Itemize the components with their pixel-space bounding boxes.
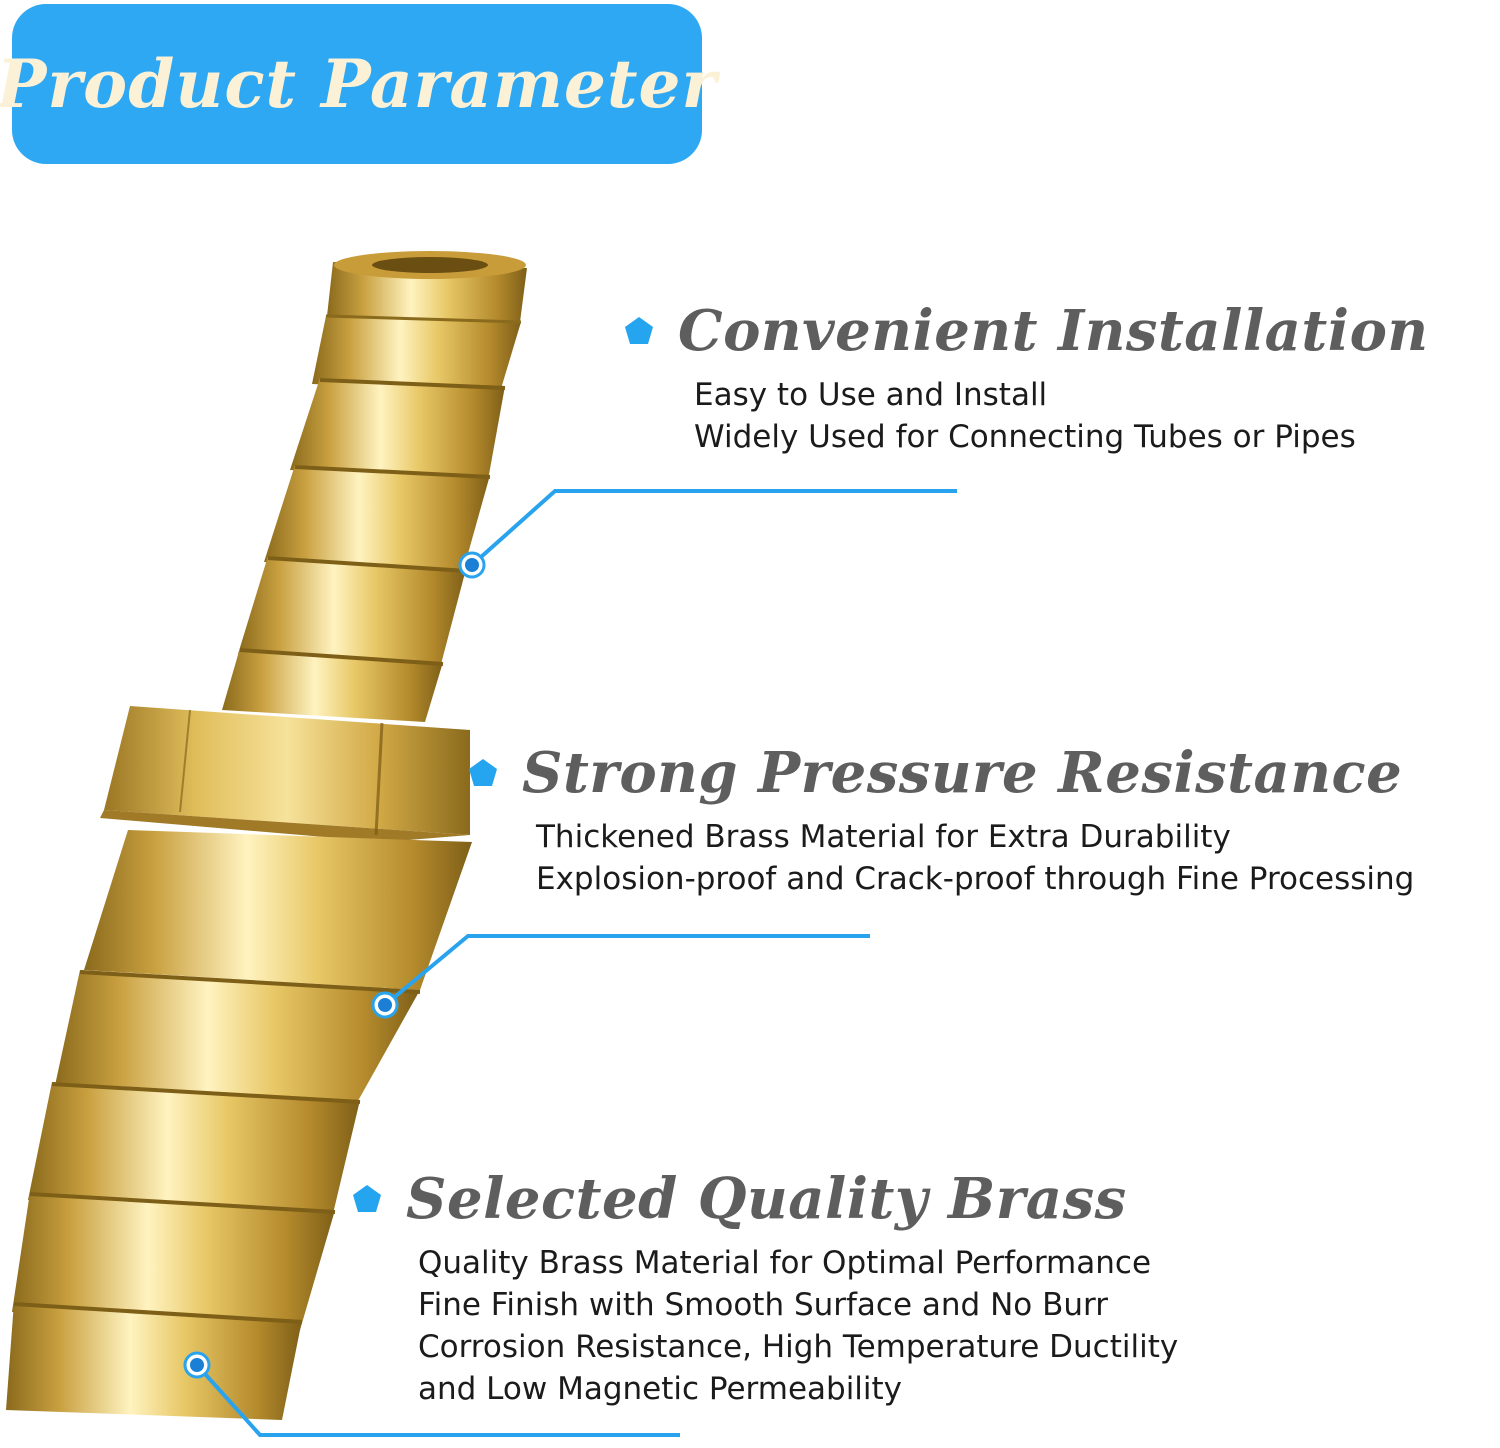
feature-line: Widely Used for Connecting Tubes or Pipe…	[694, 419, 1356, 455]
feature-pressure: Strong Pressure Resistance Thickened Bra…	[468, 740, 1414, 900]
callout-pressure	[371, 934, 870, 1019]
banner-title: Product Parameter	[0, 45, 718, 123]
small-barb-end	[222, 251, 527, 722]
pentagon-bullet-icon	[353, 1185, 381, 1212]
feature-line: Thickened Brass Material for Extra Durab…	[536, 819, 1231, 855]
pentagon-bullet-icon	[625, 317, 653, 344]
pentagon-bullet-icon	[469, 759, 497, 786]
feature-title: Selected Quality Brass	[406, 1166, 1127, 1232]
callout-installation	[458, 489, 957, 579]
feature-line: Explosion-proof and Crack-proof through …	[536, 861, 1415, 897]
feature-line: Easy to Use and Install	[694, 377, 1048, 413]
hex-nut	[100, 706, 470, 842]
callout-brass	[183, 1351, 680, 1437]
feature-title: Convenient Installation	[678, 298, 1429, 364]
feature-line: Corrosion Resistance, High Temperature D…	[418, 1329, 1179, 1365]
large-barb-end	[6, 830, 472, 1420]
feature-line: Quality Brass Material for Optimal Perfo…	[418, 1245, 1152, 1281]
title-banner: Product Parameter	[0, 4, 716, 164]
feature-line: Fine Finish with Smooth Surface and No B…	[418, 1287, 1108, 1323]
feature-installation: Convenient Installation Easy to Use and …	[624, 298, 1429, 458]
feature-title: Strong Pressure Resistance	[522, 740, 1403, 806]
feature-line: and Low Magnetic Permeability	[418, 1371, 903, 1407]
feature-brass: Selected Quality Brass Quality Brass Mat…	[352, 1166, 1178, 1410]
